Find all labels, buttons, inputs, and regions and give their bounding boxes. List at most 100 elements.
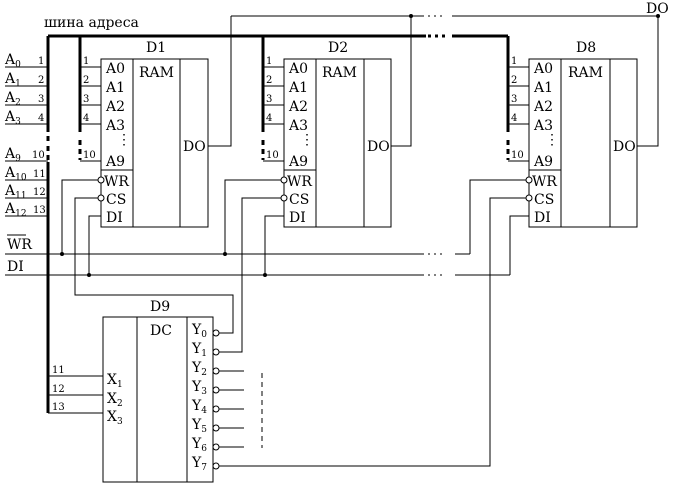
svg-text:A2: A2 [533,99,553,115]
svg-text:X1: X1 [107,372,123,390]
address-input-a9: A9 10 [4,146,48,164]
chip-name: D9 [150,299,170,315]
svg-text:A2: A2 [4,90,21,108]
svg-text:12: 12 [52,384,65,395]
svg-text:X2: X2 [107,391,123,409]
svg-text:A10: A10 [4,165,27,183]
decoder-d9: D9 DC 11 12 13 X1 X2 X3 Y0 Y1 Y2 Y3 Y4 Y… [48,197,526,483]
svg-text:10: 10 [511,150,524,161]
svg-text:2: 2 [83,75,89,86]
svg-text:1: 1 [266,56,272,67]
ram-chip-d2: D2 RAM 1 2 3 4 10 A0 A1 A2 A3 ⋮ A9 WR CS… [263,40,392,228]
svg-text:2: 2 [38,75,44,86]
svg-text:A0: A0 [4,52,21,70]
chip-type: DC [150,323,172,339]
svg-text:1: 1 [38,56,44,67]
address-input-a3: A3 4 [4,109,48,127]
svg-text:X3: X3 [107,409,123,427]
svg-text:CS: CS [534,192,554,208]
svg-text:A9: A9 [533,154,553,170]
ram-chip-d1: D1 RAM 1 2 3 4 10 A0 A1 A2 A3 ⋮ A9 WR CS… [80,40,209,228]
control-lines: WR DI [5,179,529,277]
svg-text:A0: A0 [105,61,125,77]
svg-text:1: 1 [83,56,89,67]
svg-text:13: 13 [52,402,65,413]
svg-text:1: 1 [511,56,517,67]
svg-text:3: 3 [511,94,517,105]
svg-text:3: 3 [266,94,272,105]
svg-text:Y2: Y2 [191,360,207,378]
svg-text:3: 3 [83,94,89,105]
svg-text:Y4: Y4 [191,398,207,416]
svg-text:WR: WR [287,174,312,190]
svg-text:⋮: ⋮ [300,132,314,148]
chip-type: RAM [568,65,603,81]
address-inputs: A0 1 A1 2 A2 3 A3 4 A9 10 A10 11 [4,52,48,219]
svg-text:A2: A2 [288,99,308,115]
svg-text:Y3: Y3 [191,379,207,397]
svg-text:A0: A0 [533,61,553,77]
di-label: DI [7,259,24,275]
wr-label: WR [7,237,32,253]
address-input-a0: A0 1 [4,52,48,70]
svg-text:DO: DO [367,139,390,155]
svg-text:DO: DO [183,139,206,155]
svg-text:A3: A3 [533,118,553,134]
svg-text:A3: A3 [105,118,125,134]
chip-name: D2 [328,40,348,56]
svg-text:10: 10 [266,150,279,161]
svg-text:11: 11 [33,169,46,180]
svg-text:A3: A3 [4,109,21,127]
svg-text:11: 11 [52,365,65,376]
bus-label: шина адреса [44,15,139,31]
svg-text:A11: A11 [4,183,27,201]
svg-text:DI: DI [106,210,123,226]
svg-text:WR: WR [532,174,557,190]
do-output-label: DO [646,1,669,17]
svg-text:A1: A1 [288,80,308,96]
svg-text:CS: CS [289,192,309,208]
svg-text:3: 3 [38,94,44,105]
address-input-a2: A2 3 [4,90,48,108]
svg-text:4: 4 [266,113,272,124]
svg-text:Y5: Y5 [191,417,207,435]
svg-text:Y6: Y6 [191,436,207,454]
svg-text:A9: A9 [105,154,125,170]
svg-text:DO: DO [613,139,636,155]
svg-text:A0: A0 [288,61,308,77]
svg-text:Y0: Y0 [191,322,207,340]
svg-text:CS: CS [106,192,126,208]
svg-text:10: 10 [32,150,45,161]
chip-type: RAM [322,65,357,81]
svg-text:4: 4 [83,113,89,124]
address-input-a10: A10 11 [4,165,48,183]
address-input-a11: A11 12 [4,183,48,201]
data-output-bus: DO [208,1,669,147]
svg-text:Y1: Y1 [191,341,207,359]
svg-text:A1: A1 [4,71,21,89]
svg-text:A9: A9 [288,154,308,170]
svg-text:10: 10 [83,150,96,161]
svg-text:4: 4 [38,113,44,124]
svg-text:⋮: ⋮ [545,132,559,148]
address-input-a12: A12 13 [4,201,48,219]
svg-text:A3: A3 [288,118,308,134]
svg-text:Y7: Y7 [191,455,207,473]
chip-name: D8 [576,40,596,56]
svg-text:12: 12 [33,187,46,198]
chip-name: D1 [146,40,166,56]
address-input-a1: A1 2 [4,71,48,89]
svg-text:WR: WR [104,174,129,190]
svg-text:A1: A1 [105,80,125,96]
svg-text:A12: A12 [4,201,27,219]
svg-text:2: 2 [266,75,272,86]
svg-text:DI: DI [534,210,551,226]
svg-text:DI: DI [289,210,306,226]
svg-text:A1: A1 [533,80,553,96]
svg-text:A2: A2 [105,99,125,115]
svg-text:⋮: ⋮ [117,132,131,148]
svg-text:4: 4 [511,113,517,124]
svg-text:2: 2 [511,75,517,86]
chip-type: RAM [139,65,174,81]
